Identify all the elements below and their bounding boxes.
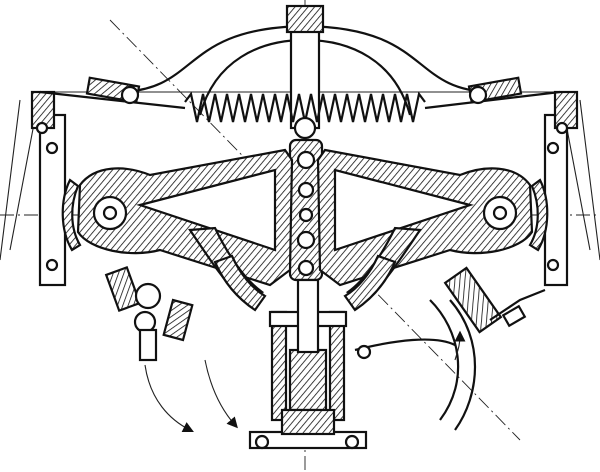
right-cam-arc-inner [449, 299, 476, 431]
cylinder-right-wall [328, 310, 346, 422]
right-arm-pivot-inner [492, 205, 508, 221]
base-column-lower [280, 408, 336, 436]
hub-pivot-2 [297, 181, 315, 199]
right-top-block [553, 90, 579, 130]
right-rotation-arrow [454, 330, 466, 361]
left-bracket-bolt-bottom [45, 258, 59, 272]
top-arch [119, 4, 491, 130]
right-lower-gear [343, 254, 397, 312]
base-bolt-right [344, 434, 360, 450]
left-rotor-assembly [104, 265, 238, 432]
left-rotor-shaft [138, 328, 158, 362]
piston [288, 348, 328, 412]
spring-icon [184, 91, 307, 123]
base-piston [248, 278, 368, 450]
frame-pivots [35, 121, 569, 135]
right-frame-pivot-icon [555, 121, 569, 135]
right-side-bracket [543, 113, 569, 287]
spring-icon [303, 91, 426, 123]
side-frames [0, 90, 600, 287]
right-cam-arc [429, 299, 460, 421]
left-lower-gear [213, 254, 267, 312]
hub-pivot-1 [296, 150, 316, 170]
left-gear-rim [61, 178, 82, 252]
hub-pivot-5 [297, 259, 315, 277]
right-gear-rim [528, 178, 549, 252]
right-spring-ball [468, 85, 488, 105]
left-bracket-bolt-top [45, 141, 59, 155]
left-arm [61, 148, 294, 302]
left-rotor-hub-icon [134, 282, 162, 310]
top-pivot-icon [293, 116, 317, 140]
right-bracket-bolt-top [546, 141, 560, 155]
right-lever-pivot-icon [356, 344, 372, 360]
left-spring-ball [120, 85, 140, 105]
cylinder-left-wall [270, 310, 288, 422]
left-arm-pivot-inner [102, 205, 118, 221]
right-cylinder [443, 266, 503, 334]
left-rotation-arrow [144, 364, 194, 432]
right-link-rod [489, 288, 546, 321]
right-link-block [501, 304, 527, 328]
right-spring-rod [424, 90, 561, 110]
hub-pivot-3 [298, 207, 314, 223]
right-arm [316, 148, 549, 302]
top-cap [285, 4, 325, 34]
left-down-arrow [204, 359, 238, 429]
left-rotor-blade-top [104, 265, 142, 313]
right-bracket-bolt-bottom [546, 258, 560, 272]
right-spring-assembly [303, 76, 561, 123]
lower-gear-segments [213, 254, 397, 312]
base-bolt-left [254, 434, 270, 450]
hub-pivot-4 [296, 230, 316, 250]
left-rotor-blade-bottom [162, 298, 194, 342]
central-hub [288, 116, 324, 282]
right-lever-assembly [354, 266, 546, 431]
left-spring-rod [39, 90, 186, 110]
piston-rod [296, 278, 320, 354]
left-spring-assembly [39, 76, 307, 123]
left-frame-pivot-icon [35, 121, 49, 135]
